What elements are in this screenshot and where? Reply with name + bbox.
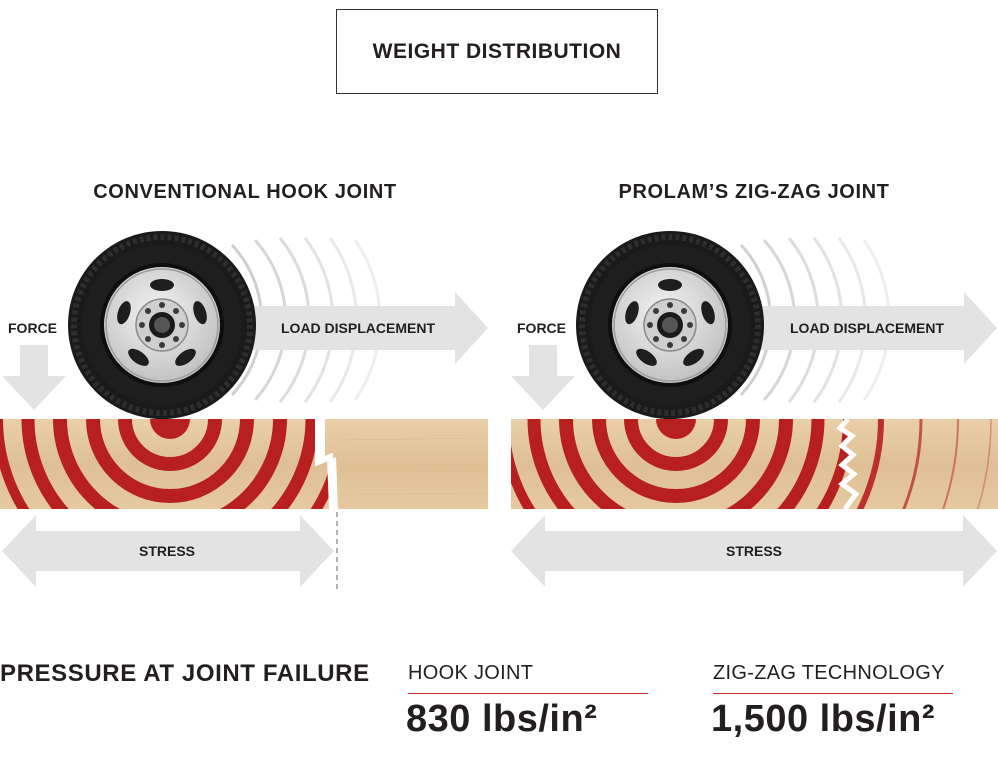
pressure-title: PRESSURE AT JOINT FAILURE: [0, 660, 370, 687]
right-force-label: FORCE: [517, 320, 566, 336]
left-board: [0, 419, 489, 510]
joint-diagram: LOAD DISPLACEMENT FORCE: [0, 231, 998, 590]
left-load-label: LOAD DISPLACEMENT: [281, 320, 435, 336]
right-stress-label: STRESS: [726, 543, 782, 559]
left-heading: CONVENTIONAL HOOK JOINT: [93, 181, 397, 203]
load-arrow-icon: [230, 292, 488, 364]
force-arrow-icon: [2, 345, 66, 410]
right-board: [511, 417, 998, 511]
right-heading: PROLAM’S ZIG-ZAG JOINT: [618, 181, 890, 203]
tire-icon: [576, 231, 764, 419]
right-panel: LOAD DISPLACEMENT FORCE: [511, 231, 998, 587]
zigzag-label: ZIG-ZAG TECHNOLOGY: [713, 662, 953, 694]
load-arrow-icon: [740, 292, 997, 364]
left-stress-label: STRESS: [139, 543, 195, 559]
hook-joint-value: 830 lbs/in²: [406, 698, 598, 740]
left-force-label: FORCE: [8, 320, 57, 336]
stress-arrow-icon: [2, 515, 334, 587]
page-title: WEIGHT DISTRIBUTION: [336, 9, 658, 94]
stress-arrow-icon: [511, 515, 997, 587]
force-arrow-icon: [511, 345, 575, 410]
zigzag-value: 1,500 lbs/in²: [711, 698, 936, 740]
tire-icon: [68, 231, 256, 419]
hook-joint-label: HOOK JOINT: [408, 662, 648, 694]
right-load-label: LOAD DISPLACEMENT: [790, 320, 944, 336]
left-panel: LOAD DISPLACEMENT FORCE: [0, 231, 489, 590]
